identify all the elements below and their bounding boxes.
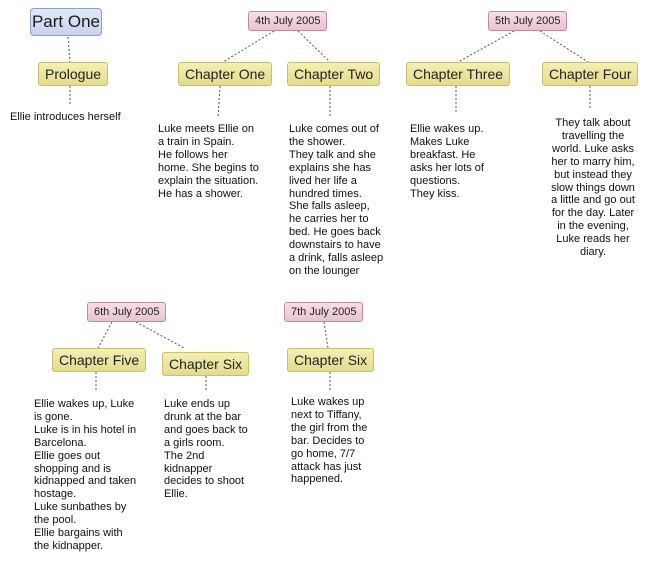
connector bbox=[97, 321, 113, 349]
connector bbox=[539, 30, 589, 63]
connector bbox=[67, 36, 71, 63]
chapter-node-chapter-four[interactable]: Chapter Four bbox=[542, 62, 639, 86]
connector bbox=[222, 30, 275, 63]
date-node-5th-july[interactable]: 5th July 2005 bbox=[488, 11, 568, 31]
root-node-part-one[interactable]: Part One bbox=[30, 8, 102, 36]
note-chapter-one: Luke meets Ellie on a train in Spain. He… bbox=[158, 123, 259, 200]
note-chapter-three: Ellie wakes up. Makes Luke breakfast. He… bbox=[410, 123, 484, 200]
note-prologue: Ellie introduces herself bbox=[10, 111, 121, 123]
date-node-6th-july[interactable]: 6th July 2005 bbox=[87, 302, 167, 322]
chapter-node-chapter-three[interactable]: Chapter Three bbox=[406, 62, 511, 86]
chapter-node-chapter-six-b[interactable]: Chapter Six bbox=[287, 348, 375, 372]
chapter-node-chapter-six-a[interactable]: Chapter Six bbox=[162, 352, 250, 376]
connector bbox=[457, 30, 515, 63]
chapter-node-chapter-one[interactable]: Chapter One bbox=[178, 62, 273, 86]
note-chapter-four: They talk about travelling the world. Lu… bbox=[551, 117, 635, 259]
note-chapter-six-a: Luke ends up drunk at the bar and goes b… bbox=[164, 398, 248, 501]
connector bbox=[135, 321, 185, 349]
connector bbox=[323, 321, 329, 349]
date-node-4th-july[interactable]: 4th July 2005 bbox=[248, 11, 328, 31]
chapter-node-chapter-five[interactable]: Chapter Five bbox=[52, 348, 147, 372]
note-chapter-two: Luke comes out of the shower. They talk … bbox=[289, 123, 384, 277]
connector bbox=[217, 85, 221, 119]
chapter-node-chapter-two[interactable]: Chapter Two bbox=[287, 62, 381, 86]
note-chapter-six-b: Luke wakes up next to Tiffany, the girl … bbox=[291, 396, 368, 486]
note-chapter-five: Ellie wakes up, Luke is gone. Luke is in… bbox=[34, 398, 137, 552]
connector bbox=[297, 30, 331, 63]
date-node-7th-july[interactable]: 7th July 2005 bbox=[284, 302, 364, 322]
chapter-node-prologue[interactable]: Prologue bbox=[38, 62, 109, 86]
